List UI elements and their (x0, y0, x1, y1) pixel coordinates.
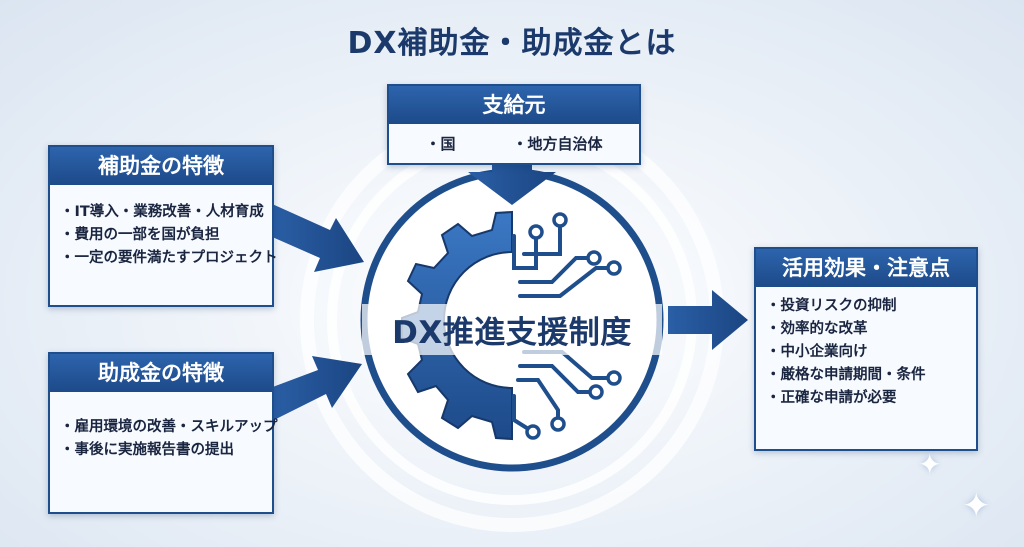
sparkle-icon: ✦ (962, 486, 991, 526)
grant-header: 助成金の特徴 (50, 354, 272, 392)
source-item: ・地方自治体 (512, 135, 603, 153)
subsidy-item: ・IT導入・業務改善・人材育成 (60, 204, 264, 220)
effects-header: 活用効果・注意点 (756, 249, 976, 287)
subsidy-box: 補助金の特徴 ・IT導入・業務改善・人材育成 ・費用の一部を国が負担 ・一定の要… (48, 145, 278, 307)
effects-item: ・中小企業向け (766, 344, 868, 360)
subsidy-header: 補助金の特徴 (50, 147, 272, 185)
sparkle-icon: ✦ (918, 448, 942, 481)
page-title: DX補助金・助成金とは (347, 26, 677, 61)
gear-circuit-icon (401, 210, 622, 441)
center-label: DX推進支援制度 (362, 304, 662, 355)
source-box: 支給元 ・国 ・地方自治体 (387, 84, 641, 165)
grant-item: ・雇用環境の改善・スキルアップ (60, 419, 278, 435)
subsidy-item: ・費用の一部を国が負担 (60, 227, 220, 243)
effects-item: ・投資リスクの抑制 (766, 298, 897, 314)
arrow-subsidy-to-center (270, 203, 364, 272)
arrow-source-to-center (468, 155, 556, 205)
effects-box: 活用効果・注意点 ・投資リスクの抑制 ・効率的な改革 ・中小企業向け ・厳格な申… (754, 247, 978, 451)
subsidy-item: ・一定の要件満たすプロジェクト (60, 250, 278, 266)
source-item: ・国 (425, 135, 456, 153)
gear-half-icon (401, 210, 513, 441)
grant-box: 助成金の特徴 ・雇用環境の改善・スキルアップ ・事後に実施報告書の提出 (48, 352, 278, 514)
effects-item: ・効率的な改革 (766, 321, 868, 337)
effects-item: ・正確な申請が必要 (766, 390, 897, 406)
source-header: 支給元 (389, 86, 639, 124)
effects-item: ・厳格な申請期間・条件 (766, 367, 926, 383)
grant-item: ・事後に実施報告書の提出 (60, 442, 234, 458)
arrow-center-to-effects (668, 290, 748, 350)
arrow-grant-to-center (270, 356, 362, 422)
